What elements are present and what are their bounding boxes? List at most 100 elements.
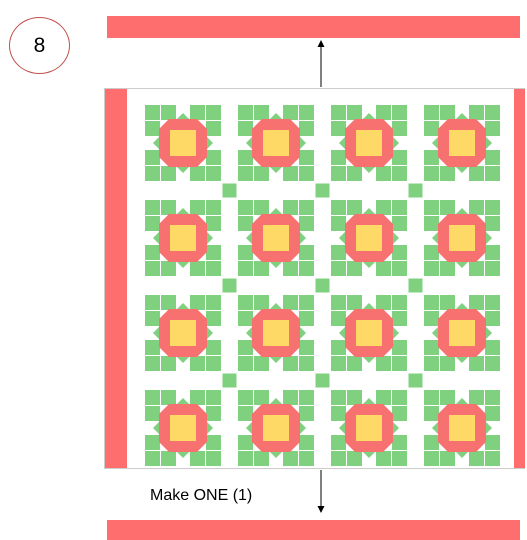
green-square <box>145 356 160 371</box>
green-square <box>299 356 314 371</box>
green-square <box>331 340 346 355</box>
yellow-center-square <box>449 225 475 251</box>
green-square <box>485 356 500 371</box>
up-arrow-icon <box>317 40 325 87</box>
green-corner-stone <box>408 183 423 198</box>
green-square <box>440 356 455 371</box>
green-square <box>299 451 314 466</box>
green-square <box>299 121 314 136</box>
green-square <box>238 261 253 276</box>
green-square <box>347 451 362 466</box>
yellow-center-square <box>263 320 289 346</box>
green-square <box>206 200 221 215</box>
green-square <box>254 105 269 120</box>
green-square <box>145 406 160 421</box>
green-square <box>424 406 439 421</box>
green-square <box>238 435 253 450</box>
green-corner-stone <box>222 373 237 388</box>
green-square <box>424 261 439 276</box>
green-square <box>424 390 439 405</box>
green-square <box>347 200 362 215</box>
green-square <box>238 166 253 181</box>
green-square <box>331 216 346 231</box>
green-square <box>469 261 484 276</box>
green-square <box>206 261 221 276</box>
yellow-center-square <box>263 225 289 251</box>
green-square <box>469 166 484 181</box>
green-square <box>161 166 176 181</box>
green-square <box>392 311 407 326</box>
green-square <box>145 261 160 276</box>
green-square <box>283 200 298 215</box>
green-corner-stone <box>222 278 237 293</box>
green-square <box>206 451 221 466</box>
green-square <box>331 150 346 165</box>
green-square <box>376 295 391 310</box>
green-square <box>376 166 391 181</box>
green-square <box>392 356 407 371</box>
green-square <box>283 166 298 181</box>
green-square <box>206 105 221 120</box>
green-square <box>254 356 269 371</box>
green-square <box>376 105 391 120</box>
green-square <box>145 200 160 215</box>
green-square <box>485 200 500 215</box>
green-square <box>206 121 221 136</box>
green-square <box>190 390 205 405</box>
green-square <box>485 105 500 120</box>
green-square <box>440 105 455 120</box>
green-corner-stone <box>408 278 423 293</box>
green-square <box>145 216 160 231</box>
green-square <box>190 261 205 276</box>
green-square <box>190 105 205 120</box>
green-square <box>299 216 314 231</box>
green-square <box>238 311 253 326</box>
green-square <box>392 105 407 120</box>
green-square <box>331 390 346 405</box>
green-square <box>238 295 253 310</box>
green-square <box>238 356 253 371</box>
yellow-center-square <box>356 320 382 346</box>
green-square <box>347 390 362 405</box>
green-square <box>485 406 500 421</box>
green-square <box>238 451 253 466</box>
green-square <box>424 245 439 260</box>
green-square <box>206 245 221 260</box>
green-square <box>206 216 221 231</box>
green-square <box>145 150 160 165</box>
yellow-center-square <box>356 130 382 156</box>
green-square <box>392 261 407 276</box>
green-square <box>424 340 439 355</box>
green-square <box>299 390 314 405</box>
green-square <box>440 390 455 405</box>
green-square <box>161 356 176 371</box>
green-square <box>392 295 407 310</box>
green-square <box>238 340 253 355</box>
green-square <box>485 121 500 136</box>
green-square <box>145 435 160 450</box>
green-square <box>238 150 253 165</box>
green-square <box>190 295 205 310</box>
green-square <box>485 390 500 405</box>
green-corner-stone <box>315 373 330 388</box>
green-square <box>392 245 407 260</box>
green-square <box>392 166 407 181</box>
green-square <box>254 451 269 466</box>
green-square <box>376 451 391 466</box>
green-square <box>145 295 160 310</box>
step-number: 8 <box>33 33 46 57</box>
yellow-center-square <box>449 415 475 441</box>
green-square <box>424 356 439 371</box>
green-square <box>161 200 176 215</box>
green-square <box>238 105 253 120</box>
green-square <box>424 295 439 310</box>
green-square <box>485 261 500 276</box>
green-square <box>145 390 160 405</box>
yellow-center-square <box>449 130 475 156</box>
green-square <box>485 311 500 326</box>
yellow-center-square <box>170 320 196 346</box>
green-square <box>347 261 362 276</box>
green-square <box>469 295 484 310</box>
green-square <box>424 121 439 136</box>
green-square <box>376 390 391 405</box>
